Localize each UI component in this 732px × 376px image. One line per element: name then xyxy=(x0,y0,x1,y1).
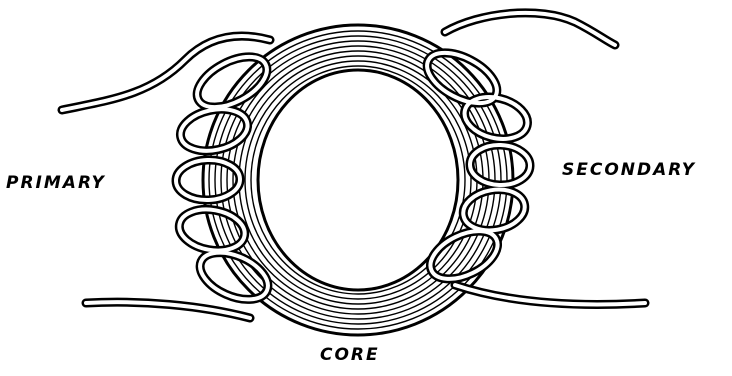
primary-label: PRIMARY xyxy=(6,173,106,193)
secondary-winding xyxy=(419,13,645,305)
core-label: CORE xyxy=(320,345,380,365)
secondary-label: SECONDARY xyxy=(562,160,696,180)
